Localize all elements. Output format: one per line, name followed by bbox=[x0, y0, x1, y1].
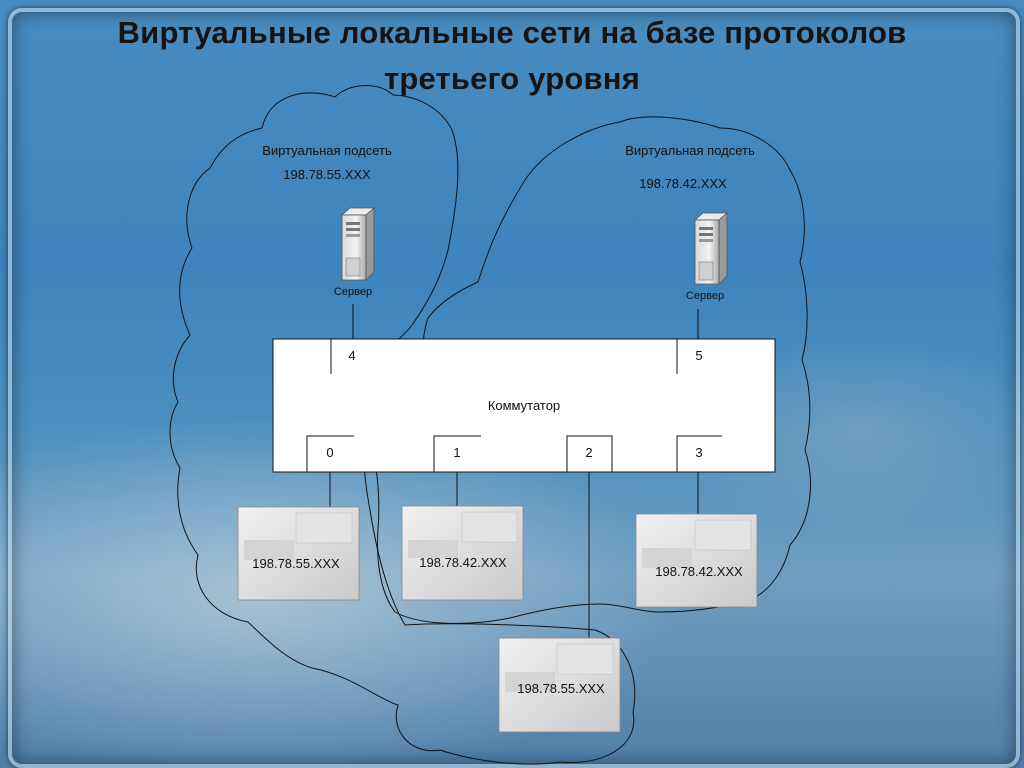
port-5-label: 5 bbox=[695, 348, 702, 363]
port-3-label: 3 bbox=[695, 445, 702, 460]
server-icon bbox=[693, 212, 729, 285]
title-line-2: третьего уровня bbox=[383, 61, 641, 96]
port-4-label: 4 bbox=[348, 348, 355, 363]
server-1-label: Сервер bbox=[334, 286, 372, 298]
switch-box bbox=[272, 338, 776, 473]
host-3-address: 198.78.42.XXX bbox=[655, 564, 743, 579]
host-computer: 198.78.42.XXX bbox=[635, 513, 758, 608]
server-icon bbox=[340, 207, 376, 281]
host-2-address: 198.78.42.XXX bbox=[419, 555, 507, 570]
subnet-55-address: 198.78.55.XXX bbox=[283, 167, 371, 182]
subnet-42-caption: Виртуальная подсеть bbox=[625, 143, 755, 158]
host-computer: 198.78.55.XXX bbox=[498, 637, 621, 733]
host-computer: 198.78.42.XXX bbox=[401, 505, 524, 601]
slide-title: Виртуальные локальные сети на базе прото… bbox=[40, 10, 984, 102]
port-1-marker bbox=[433, 435, 481, 472]
port-3-marker bbox=[676, 435, 722, 472]
title-line-1: Виртуальные локальные сети на базе прото… bbox=[117, 15, 907, 50]
vlan-cloud-55 bbox=[169, 85, 636, 765]
host-computer: 198.78.55.XXX bbox=[237, 506, 360, 601]
port-2-marker bbox=[566, 435, 613, 472]
host-1-address: 198.78.55.XXX bbox=[252, 556, 340, 571]
slide-frame bbox=[8, 8, 1020, 768]
port-0-label: 0 bbox=[326, 445, 333, 460]
server-2-label: Сервер bbox=[686, 290, 724, 302]
port-0-marker bbox=[306, 435, 354, 472]
subnet-55-caption: Виртуальная подсеть bbox=[262, 143, 392, 158]
host-4-address: 198.78.55.XXX bbox=[517, 681, 605, 696]
switch-label: Коммутатор bbox=[488, 398, 560, 413]
port-1-label: 1 bbox=[453, 445, 460, 460]
port-2-label: 2 bbox=[585, 445, 592, 460]
subnet-42-address: 198.78.42.XXX bbox=[639, 176, 727, 191]
